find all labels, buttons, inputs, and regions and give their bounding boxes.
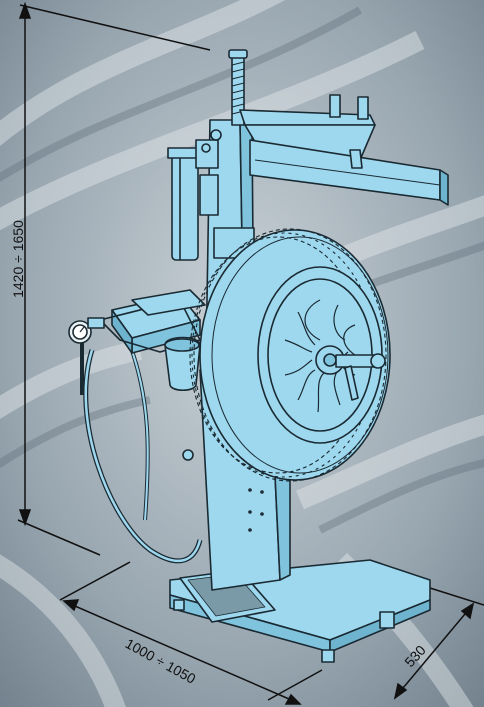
width-arrow-left (62, 599, 80, 612)
depth-arrow-top (460, 602, 475, 620)
depth-extension (429, 587, 484, 606)
width-arrow-right (284, 693, 302, 705)
pneumatic-cylinder (171, 149, 199, 261)
tyre-changer-machine (68, 49, 449, 663)
column-knob (182, 449, 194, 461)
height-extension-bottom (17, 519, 101, 556)
hub-shaft (335, 354, 377, 368)
rim-spokes (284, 299, 356, 413)
dimension-lines (17, 1, 484, 705)
height-arrow-top (18, 1, 32, 19)
depth-dimension-line (397, 607, 471, 695)
base-foot (379, 611, 395, 629)
width-extension-left (59, 561, 131, 601)
locking-lever (344, 365, 359, 401)
height-extension-top (19, 4, 211, 51)
depth-arrow-bottom (393, 682, 408, 700)
width-extension-right (267, 669, 323, 701)
height-dimension-label: 1420 ÷ 1650 (10, 220, 26, 298)
height-arrow-bottom (18, 509, 32, 527)
width-dimension-line (67, 602, 297, 703)
